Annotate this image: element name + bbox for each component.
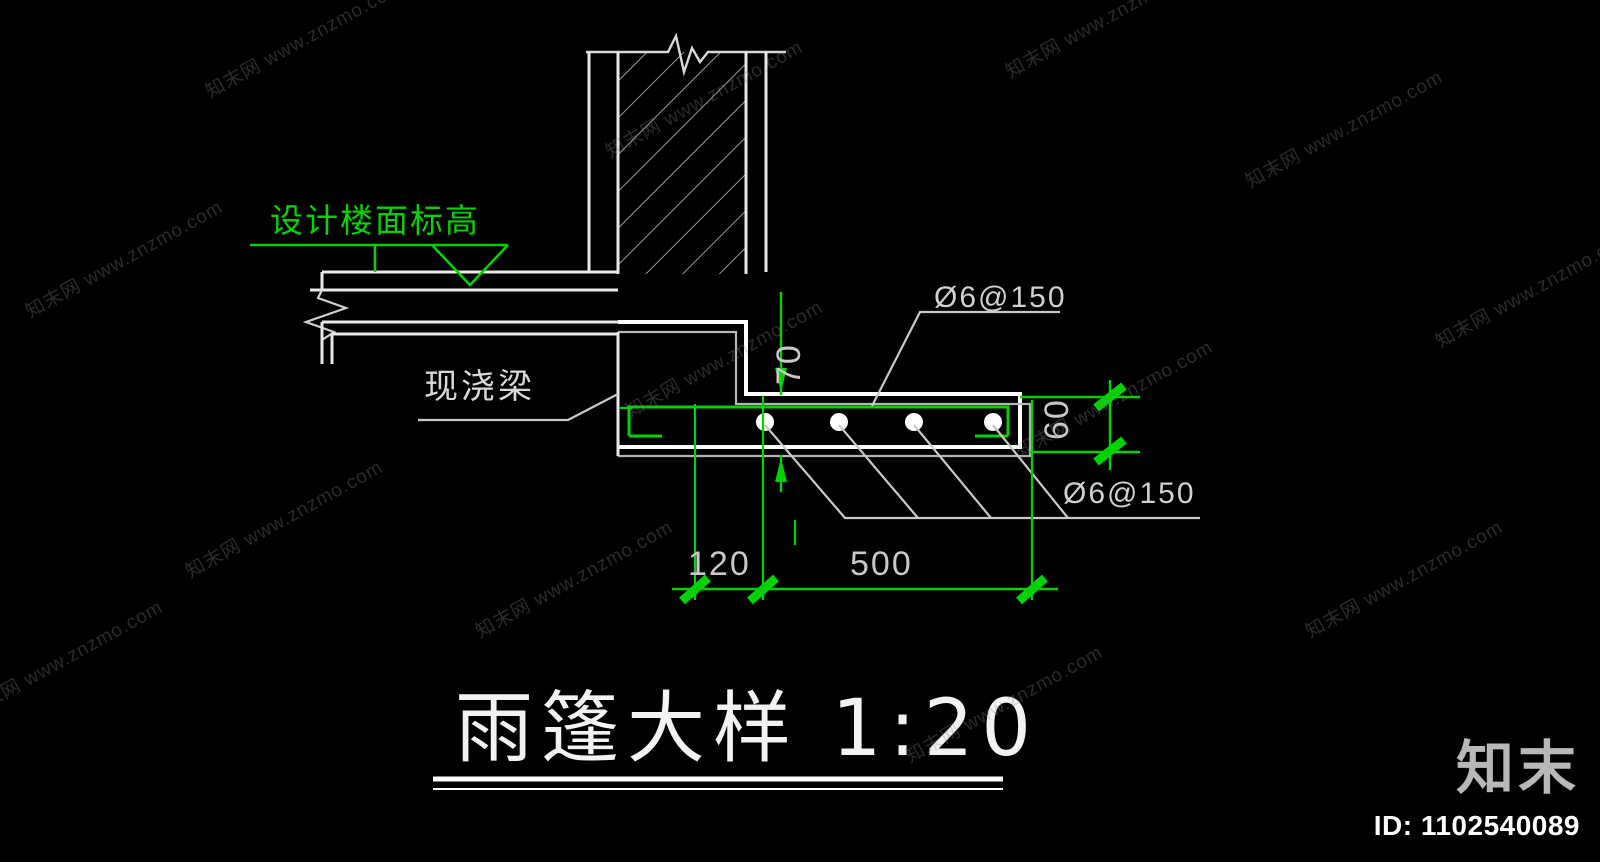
beam-label-leader [418, 393, 619, 422]
upper-floor-slab [310, 270, 618, 292]
wall-break-line [586, 32, 786, 77]
dimension-text-120: 120 [688, 545, 751, 583]
cast-in-place-beam-label: 现浇梁 [424, 367, 535, 407]
znzmo-logo: 知末 [1455, 736, 1580, 801]
cast-in-place-beam-outline [320, 320, 618, 364]
rebar-section-dots [756, 413, 1002, 431]
canopy-slab-outline [618, 320, 1022, 449]
drawing-id-label: ID: 1102540089 [1373, 810, 1580, 841]
dimension-text-500: 500 [850, 545, 913, 583]
dimension-text-70: 70 [770, 343, 808, 385]
title-underline [433, 776, 1003, 790]
rebar-green-line [627, 405, 1010, 438]
dimension-60-vertical [1020, 380, 1140, 470]
rebar-bottom-label: Ø6@150 [1063, 477, 1196, 510]
wall-column-hatch [618, 52, 746, 274]
rebar-leader-lines [764, 424, 1200, 520]
dimension-70-vertical [775, 292, 787, 492]
top-rebar-leader-line [871, 310, 1060, 407]
rebar-top-label: Ø6@150 [934, 281, 1067, 314]
dimension-tick-helper [620, 406, 797, 545]
floor-elevation-label: 设计楼面标高 [270, 201, 480, 240]
dimension-extension-lines [693, 396, 1034, 600]
dimension-line-bottom [672, 574, 1058, 605]
elevation-symbol [250, 243, 509, 287]
dimension-text-60: 60 [1038, 398, 1076, 440]
canopy-slab-inner-outline [618, 330, 1032, 458]
drawing-title: 雨篷大样 1:20 [455, 684, 1039, 774]
wall-outline [587, 52, 768, 274]
